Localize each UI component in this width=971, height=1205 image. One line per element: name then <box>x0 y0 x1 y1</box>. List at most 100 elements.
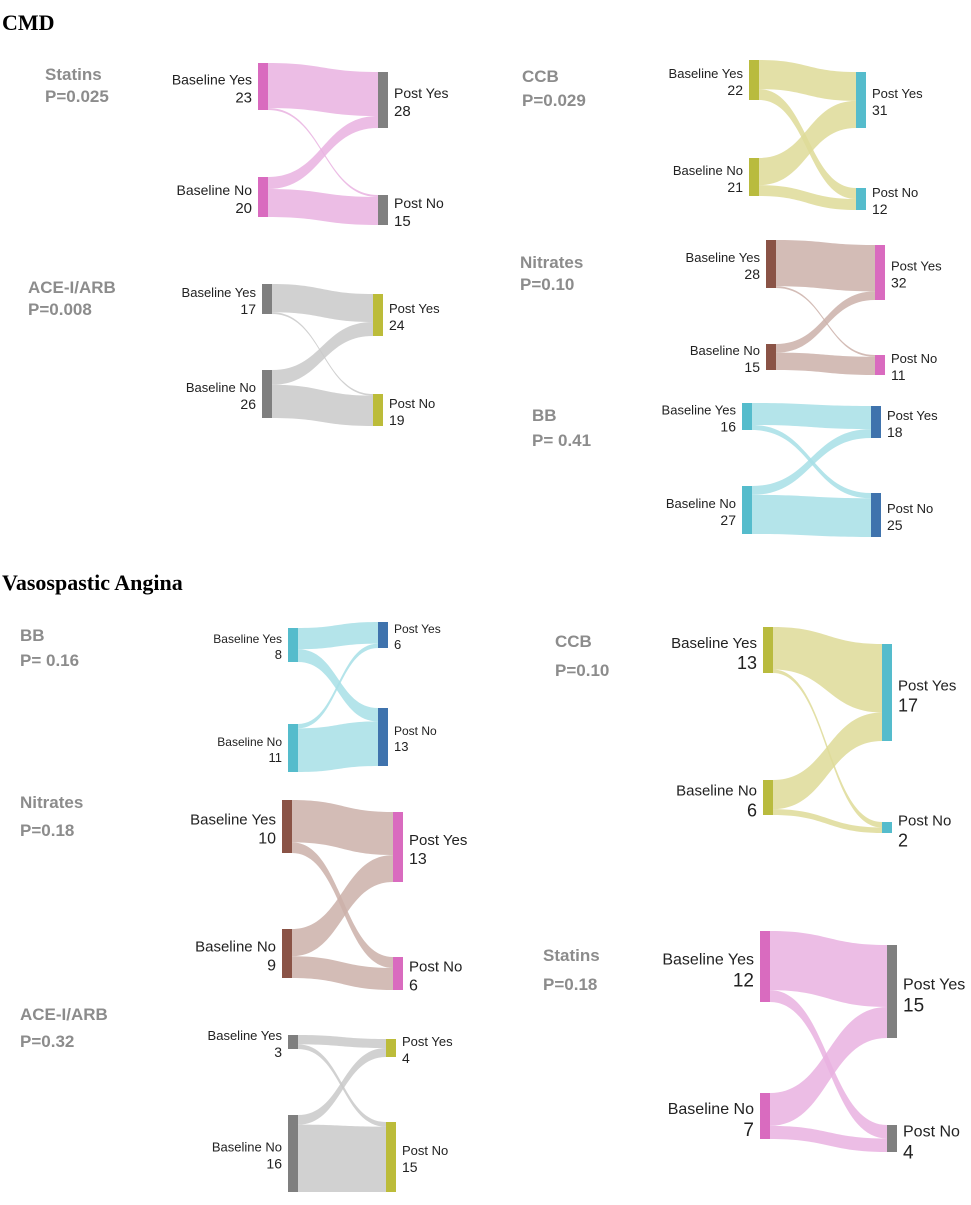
label-baseline-no: Baseline No <box>668 1101 754 1118</box>
flow-yes-to-yes <box>272 284 373 322</box>
flow-no-to-no <box>759 185 856 210</box>
label-post-no: Post No <box>394 724 437 738</box>
value-post-no: 13 <box>394 739 408 754</box>
label-post-no: Post No <box>891 351 937 366</box>
value-post-no: 15 <box>402 1159 418 1175</box>
value-post-no: 15 <box>394 213 411 230</box>
node-baseline-yes <box>760 931 770 1002</box>
label-post-yes: Post Yes <box>389 301 440 316</box>
node-post-no <box>378 195 388 225</box>
p-value: P= 0.41 <box>532 431 591 450</box>
value-post-no: 4 <box>903 1143 914 1164</box>
section-title-cmd: CMD <box>2 10 55 35</box>
node-post-no <box>882 822 892 833</box>
label-post-yes: Post Yes <box>872 86 923 101</box>
drug-name: Nitrates <box>20 793 83 812</box>
p-value: P=0.18 <box>543 975 597 994</box>
flow-no-to-no <box>773 809 882 833</box>
label-post-yes: Post Yes <box>898 678 956 695</box>
label-post-yes: Post Yes <box>903 977 965 994</box>
value-post-yes: 24 <box>389 317 405 333</box>
label-baseline-no: Baseline No <box>676 783 757 800</box>
p-value: P=0.18 <box>20 821 74 840</box>
label-post-yes: Post Yes <box>394 85 449 101</box>
value-post-yes: 28 <box>394 103 411 120</box>
node-post-no <box>887 1125 897 1152</box>
p-value: P=0.029 <box>522 91 586 110</box>
drug-name: CCB <box>555 632 592 651</box>
node-baseline-no <box>760 1093 770 1139</box>
value-post-no: 11 <box>891 367 906 383</box>
value-post-no: 25 <box>887 517 903 533</box>
value-post-no: 19 <box>389 412 405 428</box>
label-baseline-no: Baseline No <box>666 496 736 511</box>
node-baseline-no <box>766 344 776 370</box>
flow-no-to-yes <box>752 429 871 495</box>
drug-name: ACE-I/ARB <box>28 278 116 297</box>
section-title-vsa: Vasospastic Angina <box>2 570 183 595</box>
node-baseline-yes <box>282 800 292 853</box>
label-baseline-yes: Baseline Yes <box>208 1028 283 1043</box>
label-baseline-yes: Baseline Yes <box>172 72 252 88</box>
flow-no-to-no <box>272 384 373 426</box>
value-baseline-no: 21 <box>727 179 743 195</box>
label-baseline-no: Baseline No <box>195 939 276 956</box>
label-baseline-yes: Baseline Yes <box>190 812 276 829</box>
label-baseline-no: Baseline No <box>212 1140 282 1155</box>
value-post-yes: 13 <box>409 851 427 868</box>
label-post-no: Post No <box>903 1124 960 1141</box>
value-baseline-yes: 23 <box>235 90 252 107</box>
label-baseline-no: Baseline No <box>177 182 253 198</box>
node-baseline-no <box>288 1115 298 1192</box>
node-post-yes <box>386 1039 396 1057</box>
value-post-no: 6 <box>409 978 418 995</box>
value-baseline-no: 26 <box>240 396 256 412</box>
value-baseline-yes: 22 <box>727 82 743 98</box>
p-value: P=0.008 <box>28 300 92 319</box>
node-baseline-no <box>258 177 268 217</box>
node-post-yes <box>378 622 388 648</box>
p-value: P=0.025 <box>45 87 109 106</box>
label-baseline-no: Baseline No <box>690 343 760 358</box>
drug-name: BB <box>532 406 557 425</box>
p-value: P=0.32 <box>20 1032 74 1051</box>
node-post-yes <box>882 644 892 741</box>
node-baseline-yes <box>288 628 298 662</box>
flow-yes-to-yes <box>298 1035 386 1048</box>
label-post-no: Post No <box>409 959 462 976</box>
flow-no-to-no <box>776 352 875 375</box>
node-baseline-no <box>763 780 773 815</box>
node-post-yes <box>871 406 881 438</box>
label-post-yes: Post Yes <box>891 259 942 274</box>
label-baseline-yes: Baseline Yes <box>686 250 761 265</box>
label-post-yes: Post Yes <box>394 622 441 636</box>
flow-no-to-yes <box>770 1007 887 1126</box>
flow-no-to-yes <box>759 100 856 186</box>
node-baseline-yes <box>766 240 776 288</box>
flow-no-to-yes <box>298 643 378 729</box>
flow-no-to-yes <box>298 1048 386 1125</box>
value-baseline-no: 6 <box>747 801 757 821</box>
value-post-yes: 18 <box>887 424 903 440</box>
node-post-no <box>871 493 881 537</box>
label-baseline-yes: Baseline Yes <box>669 66 744 81</box>
node-baseline-no <box>288 724 298 772</box>
flow-no-to-no <box>752 494 871 537</box>
flow-no-to-no <box>298 1124 386 1192</box>
value-post-yes: 32 <box>891 275 907 291</box>
node-baseline-yes <box>763 627 773 673</box>
node-baseline-yes <box>742 403 752 430</box>
label-baseline-yes: Baseline Yes <box>213 632 282 646</box>
label-post-no: Post No <box>872 185 918 200</box>
flow-no-to-yes <box>268 116 378 189</box>
node-baseline-yes <box>262 284 272 314</box>
drug-name: Statins <box>543 946 600 965</box>
